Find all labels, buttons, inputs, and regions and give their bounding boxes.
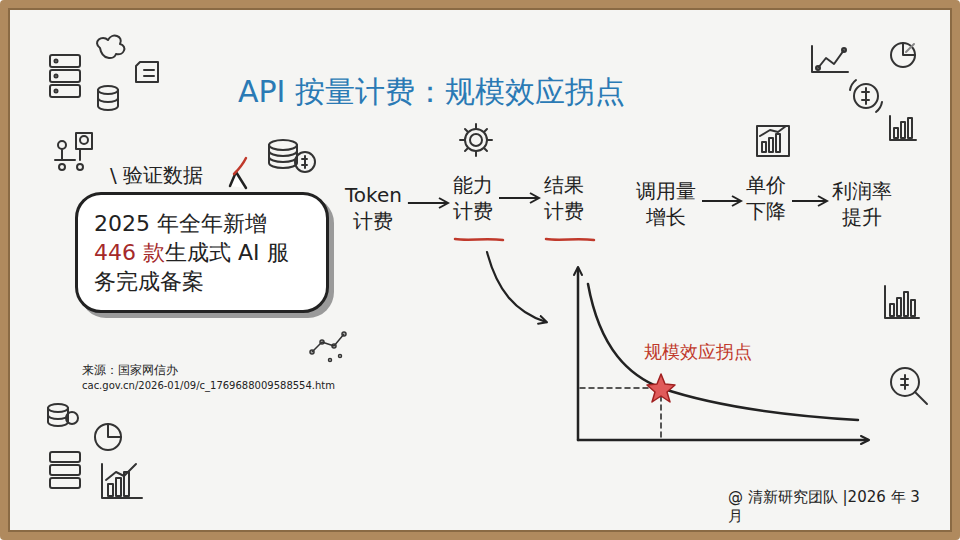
callout-line: 2025 年全年新增 bbox=[94, 209, 310, 238]
flow-step: 能力 计费 bbox=[453, 172, 493, 224]
callout-line: 446 款生成式 AI 服务完成备案 bbox=[94, 238, 310, 296]
step-label: 单价 下降 bbox=[746, 172, 786, 224]
step-label: 利润率 提升 bbox=[832, 178, 892, 230]
flow-arrow bbox=[792, 200, 826, 202]
highlight-number: 446 款 bbox=[94, 240, 165, 265]
callout-bubble: \ 验证数据2025 年全年新增446 款生成式 AI 服务完成备案 bbox=[75, 192, 329, 313]
flow-step: 调用量 增长 bbox=[636, 178, 696, 230]
flow-step: 利润率 提升 bbox=[832, 178, 892, 230]
callout-heading: \ 验证数据 bbox=[110, 161, 203, 190]
flow-arrow bbox=[408, 202, 447, 204]
source-note: 来源：国家网信办 bbox=[82, 362, 178, 379]
flow-arrow bbox=[499, 197, 538, 199]
flow-step: 单价 下降 bbox=[746, 172, 786, 224]
flow-arrow bbox=[702, 200, 740, 202]
footer-credit: @ 清新研究团队 |2026 年 3 月 bbox=[728, 488, 933, 526]
title: API 按量计费：规模效应拐点 bbox=[238, 74, 625, 110]
source-note: cac.gov.cn/2026-01/09/c_1769688009588554… bbox=[82, 380, 335, 391]
step-label: 调用量 增长 bbox=[636, 178, 696, 230]
flow-step: 结果 计费 bbox=[544, 172, 584, 224]
step-label: 能力 计费 bbox=[453, 172, 493, 224]
step-label: Token 计费 bbox=[345, 182, 402, 234]
step-label: 结果 计费 bbox=[544, 172, 584, 224]
flow-step: Token 计费 bbox=[345, 182, 402, 234]
chart-label: 规模效应拐点 bbox=[642, 340, 754, 364]
